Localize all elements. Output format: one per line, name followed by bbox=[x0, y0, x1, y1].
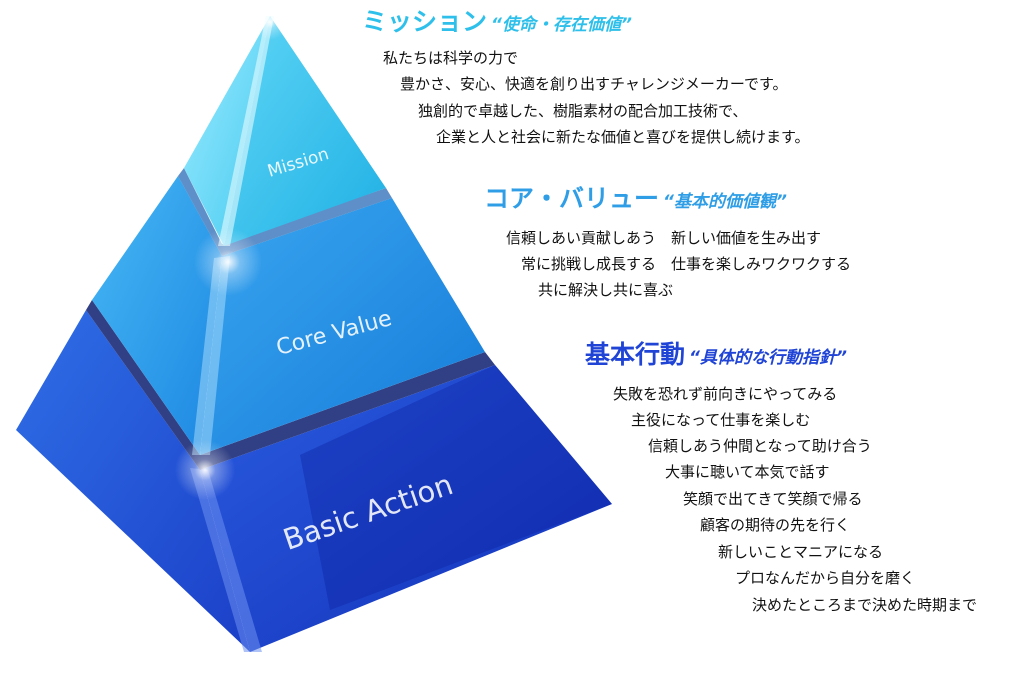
mission-line: 私たちは科学の力で bbox=[383, 49, 519, 67]
pyramid-tier-core-value bbox=[92, 168, 485, 455]
core-value-heading: コア・バリュー“基本的価値観” bbox=[484, 186, 787, 211]
tier-top-left-face bbox=[184, 16, 270, 246]
light-glow bbox=[194, 228, 262, 296]
tier-bottom-ridge bbox=[190, 468, 262, 652]
mission-line: 豊かさ、安心、快適を創り出すチャレンジメーカーです。 bbox=[400, 75, 788, 93]
tier-middle-band bbox=[178, 168, 392, 256]
tier-middle-right-face bbox=[200, 198, 485, 455]
light-glow bbox=[175, 440, 235, 500]
basic-action-line: 決めたところまで決めた時期まで bbox=[752, 596, 978, 614]
core-value-line: 信頼しあい貢献しあう 新しい価値を生み出す bbox=[506, 229, 822, 247]
basic-action-line: 笑顔で出てきて笑顔で帰る bbox=[683, 490, 863, 508]
basic-action-line: 主役になって仕事を楽しむ bbox=[631, 411, 811, 429]
basic-action-line: 信頼しあう仲間となって助け合う bbox=[648, 437, 872, 455]
basic-action-line: 顧客の期待の先を行く bbox=[700, 516, 851, 534]
basic-action-heading: 基本行動“具体的な行動指針” bbox=[585, 342, 847, 367]
tier-middle-ridge bbox=[192, 256, 230, 455]
tier-bottom-shade bbox=[300, 365, 612, 610]
basic-action-line: 新しいことマニアになる bbox=[718, 543, 884, 561]
basic-action-subtitle: “具体的な行動指針” bbox=[689, 348, 847, 368]
light-glow bbox=[252, 4, 288, 40]
tier-top-right-face bbox=[224, 16, 386, 246]
tier-bottom-left-face bbox=[16, 310, 250, 652]
tier-bottom-band bbox=[86, 300, 495, 470]
mission-subtitle: “使命・存在価値” bbox=[491, 15, 632, 35]
mission-line: 独創的で卓越した、樹脂素材の配合加工技術で、 bbox=[418, 102, 748, 120]
basic-action-line: 失敗を恐れず前向きにやってみる bbox=[613, 385, 838, 403]
mission-heading: ミッション“使命・存在価値” bbox=[362, 9, 632, 34]
basic-action-line: 大事に聴いて本気で話す bbox=[665, 463, 830, 481]
tier-top-ridge bbox=[218, 16, 274, 246]
basic-action-title: 基本行動 bbox=[585, 340, 686, 369]
pyramid-tier-mission bbox=[184, 16, 386, 246]
mission-title: ミッション bbox=[362, 7, 488, 36]
pyramid-tier-basic-action bbox=[16, 300, 612, 652]
core-value-title: コア・バリュー bbox=[484, 184, 660, 213]
tier-middle-left-face bbox=[92, 176, 222, 455]
core-value-line: 常に挑戦し成長する 仕事を楽しみワクワクする bbox=[521, 255, 852, 273]
tier-bottom-right-face bbox=[200, 365, 612, 652]
basic-action-line: プロなんだから自分を磨く bbox=[735, 569, 916, 587]
core-value-subtitle: “基本的価値観” bbox=[663, 192, 787, 212]
mission-line: 企業と人と社会に新たな価値と喜びを提供し続けます。 bbox=[436, 128, 810, 146]
core-value-line: 共に解決し共に喜ぶ bbox=[538, 281, 674, 299]
